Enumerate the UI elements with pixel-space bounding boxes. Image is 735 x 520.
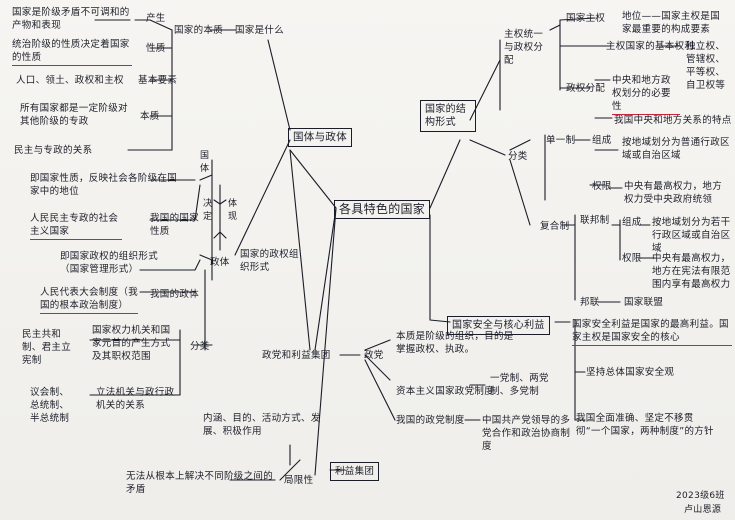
label-decides: 决定 [203,199,213,222]
text-group-features: 内涵、目的、活动方式、发展、积极作用 [203,413,321,437]
text-democracy: 民主与专政的关系 [14,145,93,156]
label-guoti: 国体 [200,151,210,174]
node-confederation: 邦联 [580,297,600,308]
branch-structure: 国家的结构形式 [420,100,476,132]
text-confederation: 国家联盟 [624,297,664,308]
label-nature: 性质 [146,43,166,54]
label-origin: 产生 [146,13,166,24]
label-interest-group: 利益集团 [330,462,380,481]
label-substance: 本质 [140,111,160,122]
node-compound: 复合制 [540,221,570,232]
label-fed-org: 组成 [622,217,642,228]
text-china-central-local: 我国中央和地方关系的特点 [614,115,732,126]
text-china-party-def: 中国共产党领导的多党合作和政治协商制度 [482,415,571,452]
branch-guoti-zhengti: 国体与政体 [288,128,352,147]
node-party-group: 政党和利益集团 [262,350,331,361]
text-unitary-org: 按地域划分为普通行政区域或自治区域 [622,137,730,161]
text-fed-power: 中央有最高权力，地方在宪法有限范围内享有最高权力 [652,253,731,290]
node-federal: 联邦制 [580,215,610,226]
text-origin: 国家是阶级矛盾不可调和的产物和表现 [12,7,130,31]
text-cat1-left: 民主共和制、君主立宪制 [22,329,72,366]
text-group-limit: 无法从根本上解决不同阶级之间的矛盾 [126,471,274,495]
node-basic-rights: 主权国家的基本权利 [606,41,695,52]
node-unitary: 单一制 [546,135,576,146]
text-party-essence: 本质是阶级的组织，目的是掌握政权、执政。 [396,331,514,355]
text-zhengti-def: 即国家政权的组织形式（国家管理形式） [60,251,159,275]
text-china-guoti: 人民民主专政的社会主义国家 [30,212,122,240]
text-security-1: 国家安全利益是国家的最高利益。国家主权是国家安全的核心 [572,318,732,346]
text-substance: 所有国家都是一定阶级对其他阶级的专政 [20,103,128,127]
label-limitation: 局限性 [284,475,314,486]
node-power-distribution: 政权分配 [566,83,606,94]
central-topic: 各具特色的国家 [334,200,431,219]
label-china-nature: 我国的国家性质 [150,213,200,237]
label-china-zhengti: 我国的政体 [150,289,200,300]
text-fed-org: 按地域划分为若干行政区域或自治区域 [652,217,731,254]
signature-name: 卢山恩源 [684,505,722,515]
text-cat2: 立法机关与政行政机关的关系 [96,387,175,411]
text-central-local: 中央和地方政权划分的必要性 [612,74,680,115]
text-china-party: 我国的政党制度 [396,415,465,426]
label-structure-cat: 分类 [508,151,528,162]
text-npc-system: 人民代表大会制度（我国的根本政治制度） [40,286,138,314]
text-capitalist-party: 资本主义国家政党制度 [396,386,495,397]
text-cat2-left: 议会制、总统制、半总统制 [30,387,70,424]
node-state-essence: 国家的本质 [174,25,224,36]
node-unify-distribute: 主权统一与政权分配 [504,29,544,66]
text-cat1: 国家权力机关和国家元首的产生方式及其职权范围 [92,325,171,362]
label-zhengti-cat: 分类 [190,341,210,352]
text-guoti-def: 即国家性质，反映社会各阶级在国家中的地位 [30,173,178,197]
node-sovereignty: 国家主权 [566,13,606,24]
text-security-3: 我国全面准确、坚定不移贯彻“一个国家，两种制度”的方针 [576,413,714,437]
label-reflects: 体现 [228,199,238,222]
text-security-2: 坚持总体国家安全观 [586,367,675,378]
label-party: 政党 [364,350,384,361]
signature-class: 2023级6班 [676,491,725,501]
label-elements: 基本要素 [138,75,178,86]
text-nature: 统治阶级的性质决定着国家的性质 [12,38,132,66]
text-party-types: 一党制、两党制、多党制 [490,373,549,397]
label-zhengti: 政体 [210,257,230,268]
label-unitary-org: 组成 [592,135,612,146]
label-unitary-power: 权限 [592,181,612,192]
text-elements: 人口、领土、政权和主权 [16,75,124,86]
text-rights-list: 独立权、管辖权、平等权、自卫权等 [686,41,726,91]
label-fed-power: 权限 [622,253,642,264]
node-national-security: 国家安全与核心利益 [447,316,550,335]
node-what-is-state: 国家是什么 [235,25,285,36]
text-unitary-power: 中央有最高权力，地方权力受中央政府统领 [624,181,723,205]
node-zhengti-title: 国家的政权组织形式 [240,249,299,273]
text-sovereignty-place: 地位——国家主权是国家最重要的构成要素 [622,11,721,35]
